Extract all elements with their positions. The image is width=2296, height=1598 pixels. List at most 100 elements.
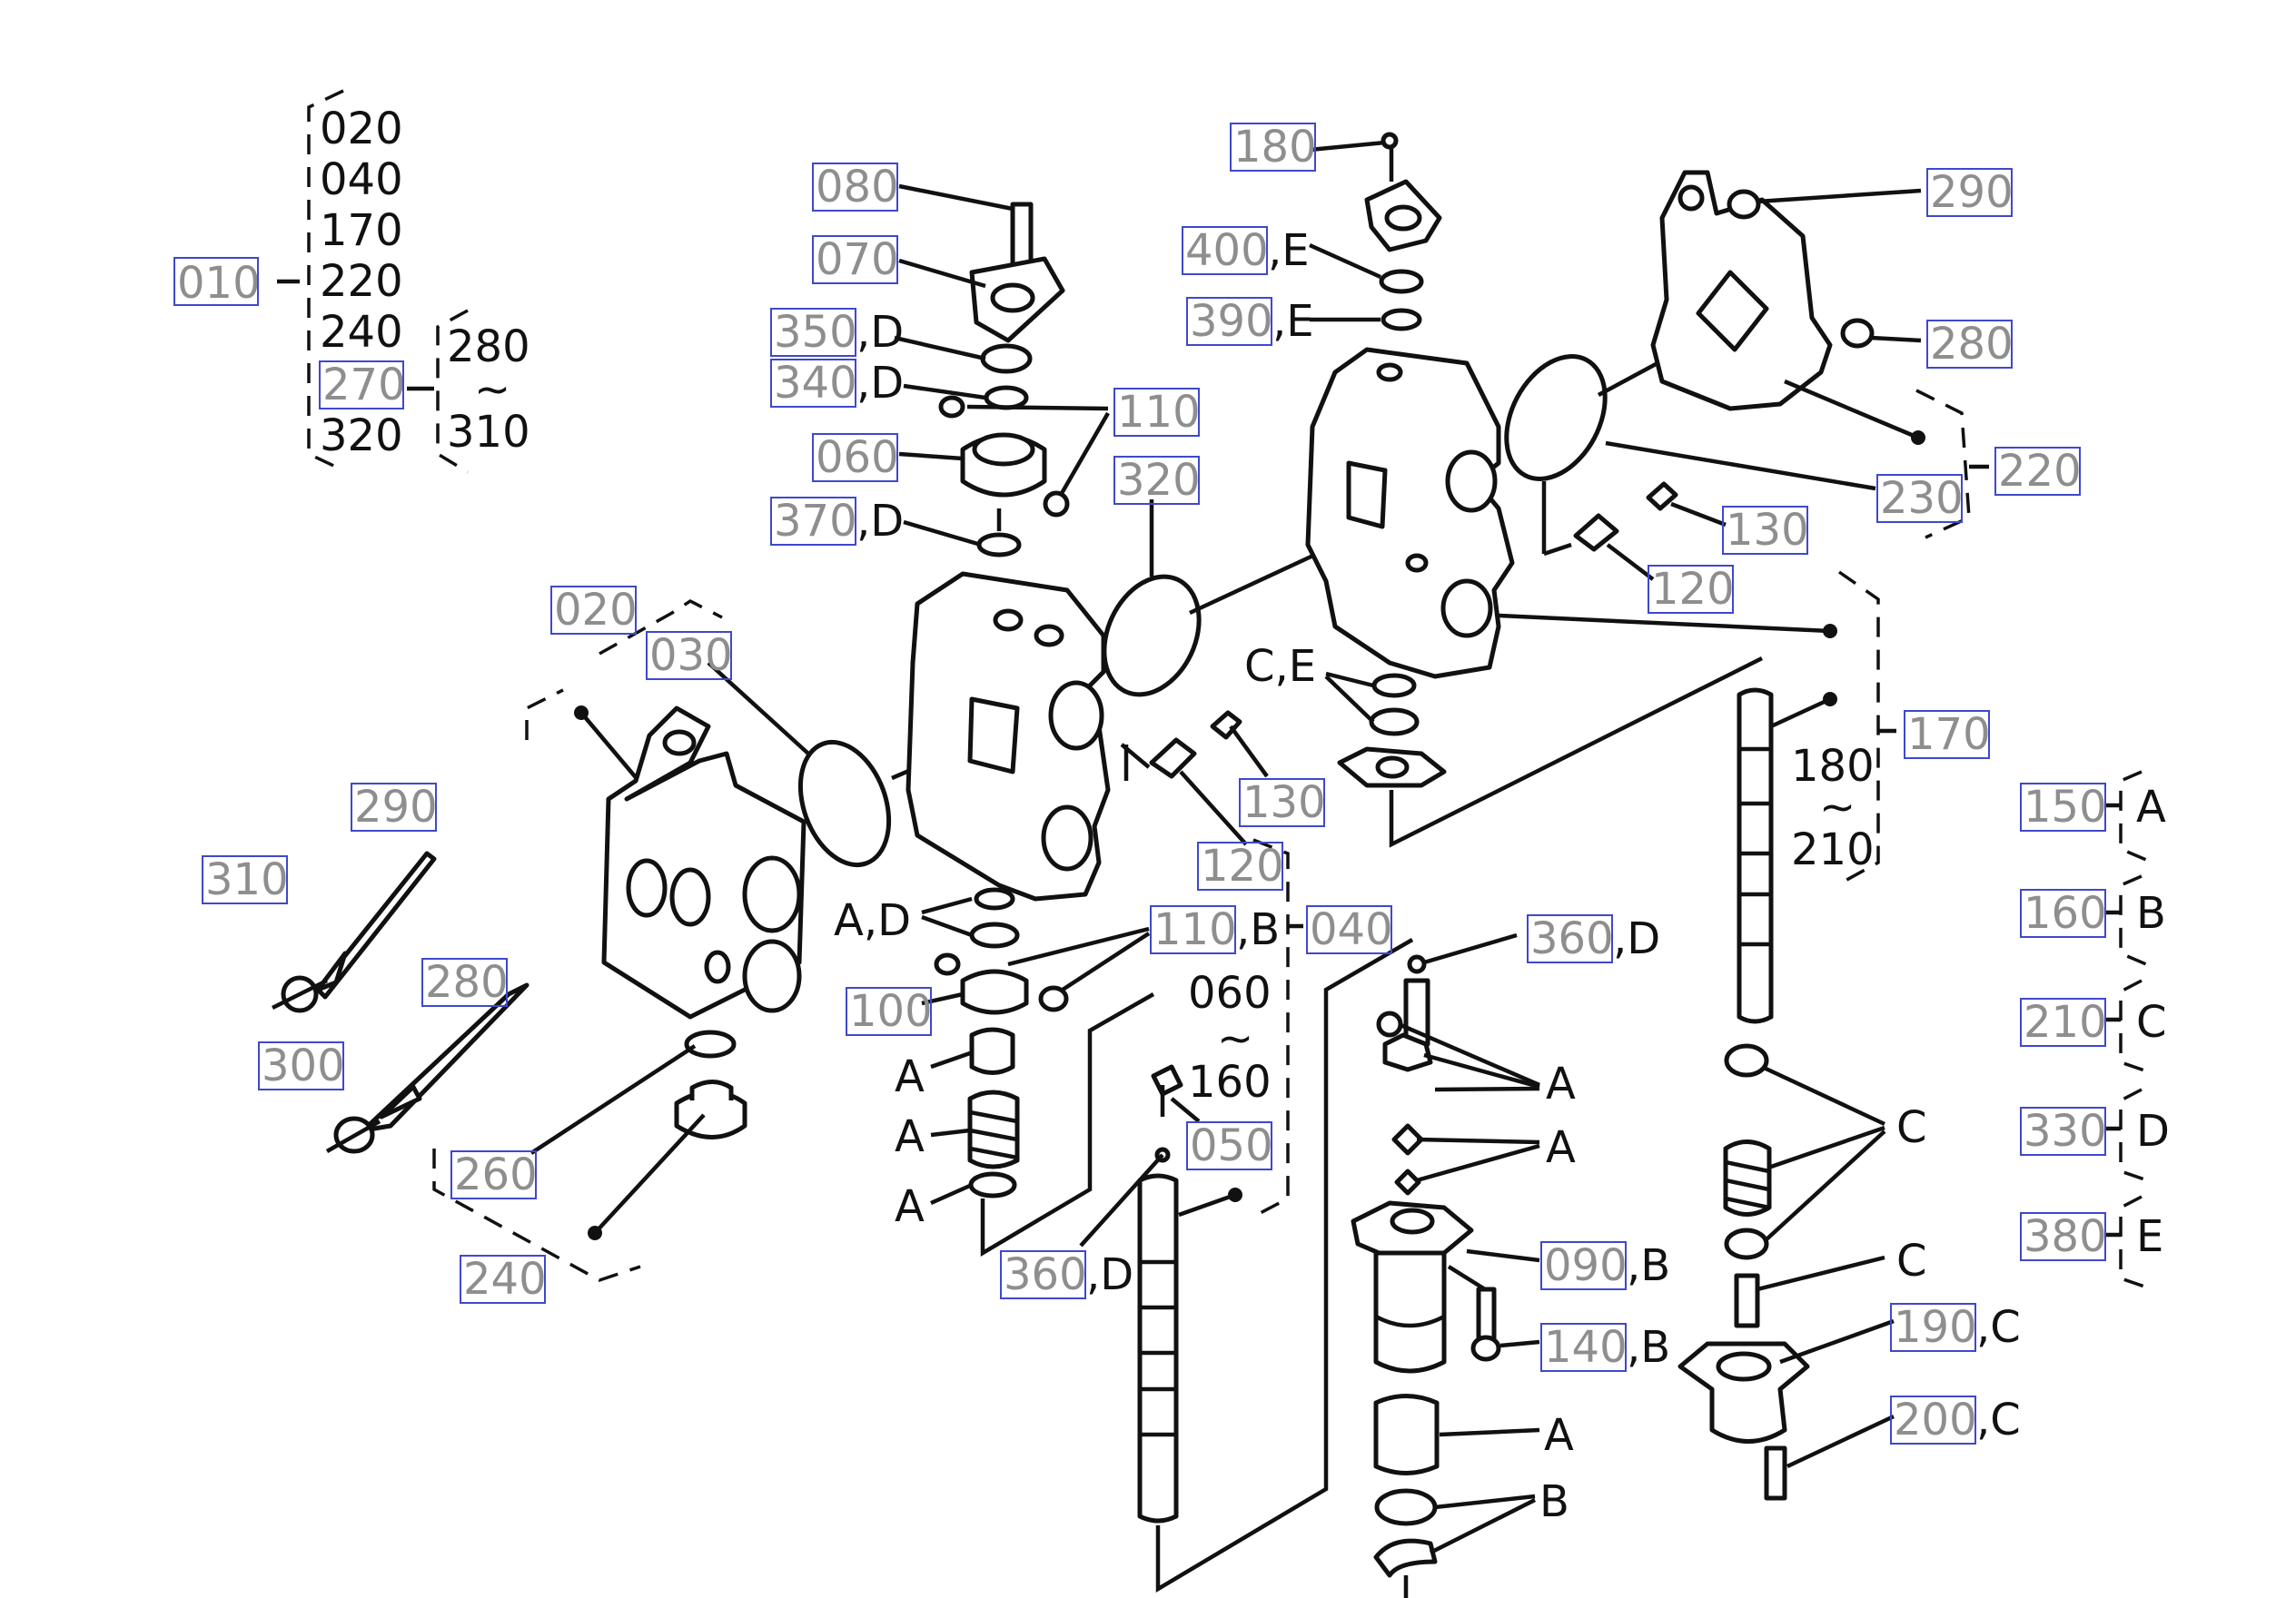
callout-ref-c040[interactable]: 040: [1310, 904, 1393, 955]
o-ring-320: [1102, 574, 1202, 697]
callout-box-c280_left: [421, 958, 508, 1007]
seat-c: [1724, 1043, 1769, 1078]
legend-letter-2: C: [2136, 997, 2167, 1048]
callout-box-c100: [846, 987, 932, 1036]
callout-ref-c340[interactable]: 340: [774, 358, 857, 409]
callout-ref-c360_right[interactable]: 360: [1530, 913, 1614, 964]
callout-box-c300: [258, 1041, 344, 1090]
callout-ref-c320[interactable]: 320: [1117, 455, 1201, 506]
callout-box-c360_right: [1527, 914, 1613, 963]
callout-ref-c280_right[interactable]: 280: [1930, 319, 2014, 370]
callout-ref-c290_right[interactable]: 290: [1930, 167, 2014, 218]
callout-box-c260: [450, 1150, 537, 1199]
port-circle: [1041, 804, 1094, 872]
connector: [1189, 551, 1318, 616]
callout-ref-c130_mid[interactable]: 130: [1242, 777, 1326, 828]
leader: [1179, 770, 1248, 846]
sub-range-sep: ~: [474, 364, 510, 415]
callout-ref-c090[interactable]: 090: [1544, 1240, 1628, 1291]
callout-box-c110_b: [1150, 905, 1236, 954]
ball-110: [1043, 490, 1070, 518]
legend-letter-4: E: [2136, 1211, 2163, 1262]
leader: [1786, 1414, 1895, 1469]
callout-ref-c180_top[interactable]: 180: [1233, 122, 1317, 173]
callout-ref-c170[interactable]: 170: [1907, 709, 1991, 760]
callout-box-c120_mid: [1197, 842, 1283, 891]
callout-ref-c120_mid[interactable]: 120: [1201, 841, 1284, 892]
label-b-right: B: [1539, 1476, 1569, 1527]
range-right-start: 180: [1791, 741, 1875, 792]
cap-edge: [1374, 1315, 1446, 1328]
callout-ref-c080[interactable]: 080: [816, 162, 899, 212]
callout-box-c240: [460, 1255, 546, 1304]
sleeve-a: [1373, 1394, 1440, 1475]
callout-ref-c260[interactable]: 260: [454, 1149, 538, 1200]
sub-bracket: [436, 309, 469, 474]
callout-suffix-c090: ,B: [1627, 1240, 1670, 1291]
callout-box-c390: [1186, 297, 1272, 346]
callout-ref-c190[interactable]: 190: [1894, 1302, 1977, 1353]
kit-item-020: 020: [320, 104, 403, 154]
washer-260: [684, 1030, 737, 1059]
callout-ref-c120_right[interactable]: 120: [1651, 564, 1735, 615]
leader: [921, 896, 973, 915]
callout-ref-c110_top[interactable]: 110: [1117, 387, 1201, 438]
kit-item-270[interactable]: 270: [322, 360, 406, 410]
ball-a: [1394, 1169, 1421, 1196]
washer-b: [1374, 1488, 1438, 1526]
callout-box-c220: [1994, 447, 2081, 496]
bolt-180: [1381, 132, 1399, 150]
callout-ref-c130_right[interactable]: 130: [1726, 505, 1809, 556]
spring-coils: [969, 1110, 1018, 1160]
connector: [1597, 361, 1659, 397]
callout-suffix-c400: ,E: [1268, 225, 1310, 276]
leader: [1757, 1255, 1885, 1292]
callout-ref-c110_b[interactable]: 110: [1153, 904, 1237, 955]
callout-ref-c220[interactable]: 220: [1998, 446, 2082, 497]
kit-ref[interactable]: 010: [177, 258, 261, 309]
group-220-bracket: [1915, 389, 1971, 539]
callout-box-c200: [1890, 1396, 1976, 1445]
leader: [1439, 1427, 1540, 1437]
legend-ref-0[interactable]: 150: [2024, 782, 2107, 833]
callout-ref-c400[interactable]: 400: [1185, 225, 1269, 276]
callout-box-c290_left: [351, 783, 437, 832]
bush-bore: [972, 432, 1035, 467]
callout-ref-c200[interactable]: 200: [1894, 1395, 1977, 1445]
callout-ref-c100[interactable]: 100: [849, 986, 933, 1037]
callout-ref-c070[interactable]: 070: [816, 234, 899, 285]
callout-ref-c350[interactable]: 350: [774, 307, 857, 358]
port-circle: [993, 608, 1024, 632]
ring-390: [1381, 308, 1422, 331]
callout-ref-c290_left[interactable]: 290: [354, 782, 438, 833]
seal-ce: [1369, 707, 1420, 736]
legend-ref-3[interactable]: 330: [2024, 1106, 2107, 1157]
callout-ref-c280_left[interactable]: 280: [425, 957, 509, 1008]
callout-ref-c060[interactable]: 060: [816, 432, 899, 483]
legend-ref-2[interactable]: 210: [2024, 997, 2107, 1048]
callout-ref-c360_left[interactable]: 360: [1004, 1249, 1087, 1300]
cover-hole: [1384, 204, 1422, 232]
poppet-a: [969, 1027, 1015, 1075]
callout-ref-c240[interactable]: 240: [463, 1254, 547, 1305]
end-cover-hole: [662, 729, 697, 756]
leader: [1061, 932, 1151, 991]
label-a3: A: [895, 1181, 925, 1232]
legend-ref-4[interactable]: 380: [2024, 1211, 2107, 1262]
o-ring-030: [797, 739, 892, 868]
callout-ref-c370[interactable]: 370: [774, 496, 857, 547]
callout-ref-c310[interactable]: 310: [205, 854, 289, 905]
callout-ref-c140[interactable]: 140: [1544, 1322, 1628, 1373]
callout-ref-c020[interactable]: 020: [554, 585, 638, 636]
legend-bracket-b: [2119, 874, 2153, 969]
callout-box-c290_right: [1926, 168, 2013, 217]
callout-ref-c300[interactable]: 300: [262, 1041, 345, 1091]
connector: [1543, 542, 1572, 557]
range-mid-start: 060: [1188, 968, 1272, 1019]
callout-ref-c230[interactable]: 230: [1880, 473, 1964, 524]
legend-ref-1[interactable]: 160: [2024, 888, 2107, 939]
callout-ref-c030[interactable]: 030: [649, 630, 733, 681]
ring-ce: [1371, 673, 1417, 698]
callout-ref-c390[interactable]: 390: [1190, 296, 1273, 347]
callout-ref-c050[interactable]: 050: [1190, 1120, 1273, 1171]
